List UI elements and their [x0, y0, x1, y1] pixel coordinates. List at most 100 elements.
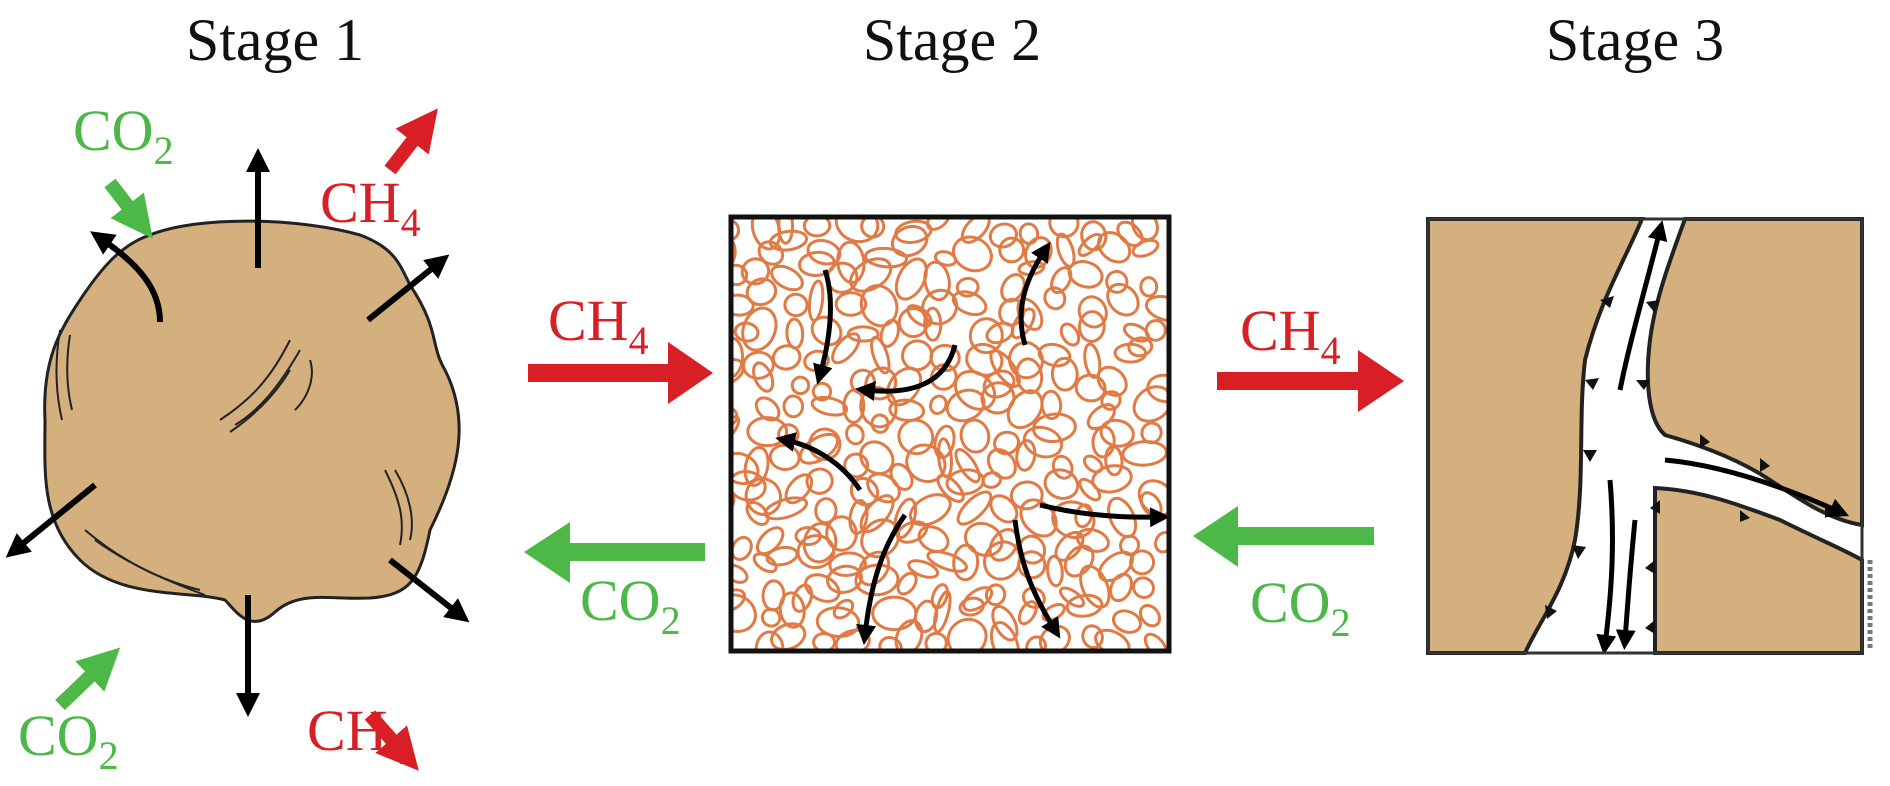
coal-grain	[1081, 624, 1104, 650]
co2-label: CO2	[580, 568, 681, 643]
coal-grain	[790, 375, 811, 396]
coal-grain	[859, 440, 895, 476]
coal-grain	[828, 551, 867, 577]
ch4-label: CH4	[320, 170, 421, 245]
ch4-out-arrow	[384, 108, 438, 175]
transition-2-3: CH4 CO2	[1193, 298, 1404, 645]
coal-grain	[777, 217, 795, 245]
coal-grain	[926, 550, 969, 573]
coal-grain	[740, 257, 771, 286]
coal-grain	[1121, 440, 1168, 467]
coal-grain	[890, 224, 929, 258]
coal-grain	[731, 535, 753, 561]
fracture-barbs	[1545, 296, 1835, 634]
coal-grain	[960, 217, 991, 244]
coal-grain	[1063, 544, 1095, 578]
coal-grain	[1050, 266, 1073, 295]
coal-grain	[897, 306, 929, 339]
coal-matrix-bottom-right	[1653, 485, 1864, 655]
coal-grain	[1131, 238, 1160, 258]
coal-grain	[991, 605, 1019, 642]
coal-grain	[952, 543, 980, 582]
ch4-label: CH4	[1240, 298, 1341, 373]
coal-grain	[1010, 307, 1036, 340]
coal-grain	[1059, 322, 1081, 347]
coal-grain	[908, 493, 952, 527]
coal-grain	[936, 473, 965, 503]
coal-grain	[802, 217, 832, 238]
diffusion-arrows	[5, 148, 470, 717]
coal-grain	[989, 621, 1020, 651]
ch4-out-arrow	[364, 710, 419, 771]
co2-in-arrow	[55, 647, 121, 711]
coal-grain	[981, 471, 1003, 489]
coal-grain	[1022, 425, 1064, 459]
coal-grain	[731, 470, 767, 502]
coal-grain	[896, 571, 918, 596]
coal-grain	[1040, 389, 1063, 421]
coal-grain	[984, 583, 1007, 607]
ch4-label: CH4	[307, 698, 408, 773]
coal-grain	[1007, 341, 1044, 380]
coal-grain	[924, 631, 948, 651]
coal-grain	[845, 423, 865, 446]
coal-grain	[1138, 603, 1162, 628]
pore-structure	[728, 214, 1172, 654]
stage-1-title: Stage 1	[186, 7, 364, 73]
coal-grain	[731, 405, 739, 429]
coal-grain	[826, 564, 863, 594]
coal-grain	[832, 598, 855, 620]
coal-grain	[1015, 439, 1037, 472]
coal-grain	[752, 552, 778, 574]
stage-2-title: Stage 2	[863, 7, 1041, 73]
coal-grain	[1106, 282, 1140, 317]
coal-grain	[923, 306, 943, 342]
coal-grain	[825, 515, 858, 552]
coal-grain	[810, 315, 843, 347]
ch4-flow-arrow	[1217, 350, 1404, 412]
coal-grain	[894, 619, 924, 651]
coal-grain	[1067, 260, 1104, 289]
coal-grain	[797, 250, 836, 277]
coal-grain	[746, 416, 789, 448]
coal-grain	[1065, 593, 1104, 618]
coal-grain	[1100, 390, 1122, 411]
coal-grain	[917, 525, 950, 553]
coal-grain	[831, 332, 861, 365]
coal-grain	[731, 593, 757, 633]
coal-grain	[760, 607, 782, 628]
coal-grain	[870, 413, 890, 434]
coal-grain	[810, 395, 849, 417]
coal-grain	[1043, 468, 1080, 500]
coal-grain	[1091, 425, 1116, 459]
coal-grain	[745, 500, 770, 527]
coal-grain	[783, 292, 809, 318]
coal-grain	[894, 257, 928, 301]
coal-particle: CO2 CH4 CH4 CO2	[5, 98, 470, 778]
co2-flow-arrow	[1193, 506, 1374, 567]
coal-grain	[1130, 217, 1159, 242]
coal-grain	[1104, 445, 1124, 477]
coal-grain	[888, 398, 926, 422]
coal-grain	[929, 394, 948, 415]
coal-grain	[1032, 412, 1077, 444]
coal-grain	[988, 528, 1020, 562]
coal-grain	[1097, 231, 1132, 264]
coal-grain	[1043, 286, 1067, 311]
coal-grain	[864, 246, 909, 269]
co2-in-arrow	[104, 178, 153, 239]
coal-grain	[763, 496, 809, 521]
coal-grain	[1111, 609, 1142, 634]
coal-grain	[815, 606, 861, 638]
coal-grain	[1051, 500, 1096, 539]
coal-grain	[745, 277, 778, 307]
coal-grain	[951, 235, 993, 273]
coal-grain	[854, 563, 900, 597]
coal-grain	[1127, 336, 1154, 358]
transition-1-2: CH4 CO2	[524, 288, 713, 643]
coal-grain	[1017, 600, 1038, 626]
coal-grain	[782, 394, 805, 419]
co2-label: CO2	[73, 98, 174, 173]
coal-grain	[933, 424, 956, 460]
coal-grain	[870, 335, 891, 375]
